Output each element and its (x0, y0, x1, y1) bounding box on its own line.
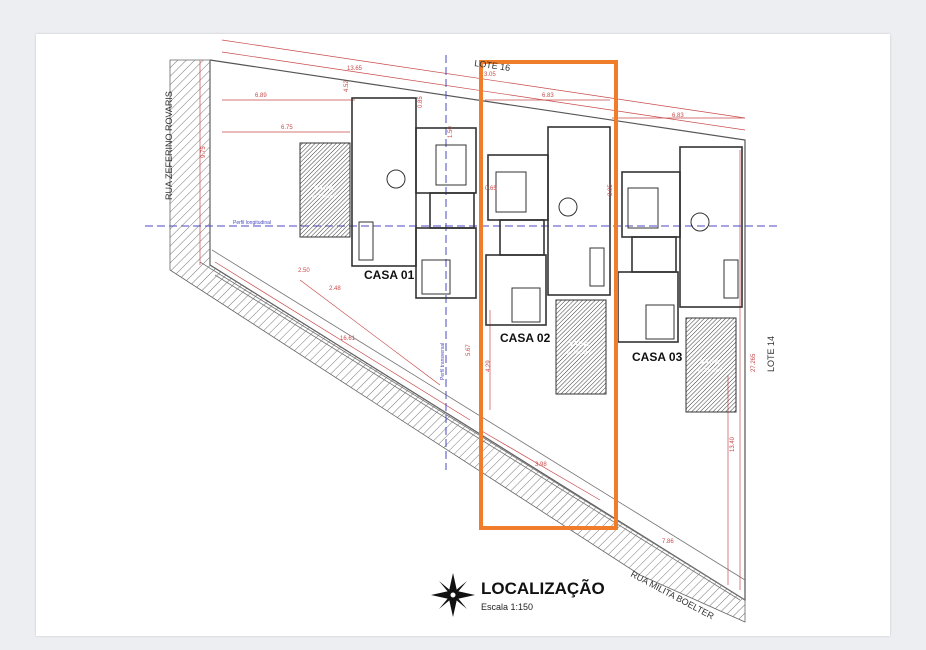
vaga-03-label: VAGA (700, 359, 720, 366)
title-scale: Escala 1:150 (481, 602, 533, 612)
lote-right-label: LOTE 14 (766, 336, 776, 372)
casa-03-plan (617, 146, 743, 343)
casa-01-plan (351, 97, 477, 299)
dim-bottom-diag: 7.86 (662, 539, 674, 545)
dim-diag-b: 2.48 (329, 286, 341, 292)
highlight-frame (479, 60, 618, 530)
casa-02-parking (555, 299, 607, 395)
dim-small-a: 4.52 (344, 80, 350, 92)
dim-top-total: 13.65 (347, 66, 363, 72)
dim-right-width: 6.83 (672, 113, 684, 119)
dim-small-c: 1.50 (448, 126, 454, 138)
perfil-transversal-label: Perfil transversal (440, 343, 446, 380)
dim-right-depth: 27.265 (751, 353, 757, 372)
dim-right-lower: 13.40 (730, 436, 736, 452)
dim-left-width: 6.89 (255, 93, 267, 99)
casa-02-label: CASA 02 (500, 331, 551, 345)
dim-left-depth: 9.75 (201, 146, 207, 158)
casa-01-label: CASA 01 (364, 268, 415, 282)
dim-left-width2: 6.75 (281, 125, 293, 131)
dimension-lines (199, 39, 746, 590)
dim-top-lote: 3.05 (484, 72, 496, 78)
vaga-01-area: A: 13.60m² (312, 194, 337, 200)
vaga-02-area: A: 12.50m² (567, 350, 592, 356)
casa-03-label: CASA 03 (632, 350, 683, 364)
title-localizacao: LOCALIZAÇÃO (481, 578, 605, 598)
dim-lower-diag: 3.98 (535, 462, 547, 468)
casa-02-plan (485, 126, 611, 326)
road-lines (199, 249, 746, 601)
casa-03-parking (685, 317, 737, 413)
vaga-02-label: VAGA (569, 341, 589, 348)
dim-mid-depth2: 4.29 (486, 360, 492, 372)
compass-icon (431, 573, 475, 617)
dim-small-b: 0.85 (418, 96, 424, 108)
street-left-label: RUA ZEFERINO ROVARIS (164, 91, 174, 200)
dim-diag-c: 16.61 (340, 336, 356, 342)
vaga-03-area: A: 13.90m² (698, 368, 723, 374)
dim-diag-a: 2.50 (298, 268, 310, 274)
vaga-01-label: VAGA (314, 185, 334, 192)
casa-01-parking (299, 142, 351, 238)
perfil-longitudinal-label: Perfil longitudinal (233, 220, 271, 226)
dim-mid-depth: 5.67 (466, 344, 472, 356)
street-hatch-left (169, 59, 746, 623)
lote-top-label: LOTE 16 (474, 58, 511, 73)
section-axes (145, 55, 780, 470)
dim-small-e: 3.05 (608, 184, 614, 196)
dim-small-d: 0.65 (485, 186, 497, 192)
dim-mid-width: 6.83 (542, 93, 554, 99)
